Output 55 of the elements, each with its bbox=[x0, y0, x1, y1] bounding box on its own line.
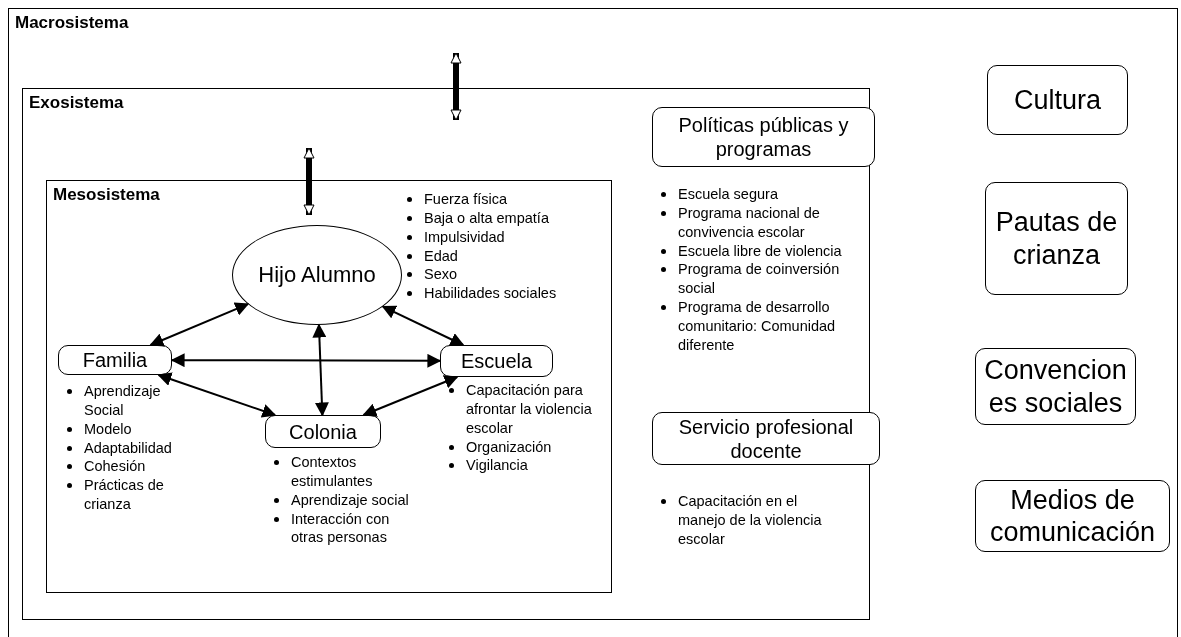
arrow bbox=[312, 323, 329, 417]
label-box bbox=[440, 345, 553, 377]
label-box bbox=[58, 345, 172, 375]
list-item: Programa de desarrollo comunitario: Comunidad diferente bbox=[678, 299, 836, 353]
label-box bbox=[987, 65, 1128, 135]
section-box bbox=[46, 180, 612, 593]
double-arrow bbox=[303, 147, 315, 216]
list-item: Programa de coinversión social bbox=[678, 261, 840, 297]
list-item: Modelo bbox=[84, 420, 132, 437]
list-item: Habilidades sociales bbox=[424, 285, 557, 302]
node-label: Cultura bbox=[1013, 83, 1101, 117]
list-item: Programa nacional de convivencia escolar bbox=[678, 204, 820, 240]
node-label: Convencion es sociales bbox=[983, 354, 1128, 419]
section-title: Macrosistema bbox=[15, 13, 129, 33]
node-label: Familia bbox=[82, 348, 148, 372]
list-item: Fuerza física bbox=[424, 191, 507, 207]
list-item: Prácticas de crianza bbox=[84, 477, 164, 513]
arrow bbox=[157, 372, 277, 418]
node-label: Medios de comunicación bbox=[988, 483, 1157, 549]
node-label: Escuela bbox=[460, 349, 533, 373]
list-item: Cohesión bbox=[84, 458, 146, 475]
arrow bbox=[381, 305, 465, 346]
section-title: Exosistema bbox=[29, 93, 124, 113]
list-item: Capacitación para afrontar la violencia escolar bbox=[466, 382, 592, 436]
list-item: Interacción con otras personas bbox=[291, 510, 390, 546]
label-box bbox=[652, 412, 880, 465]
arrow bbox=[149, 302, 250, 347]
list-item: Edad bbox=[424, 247, 458, 264]
label-box bbox=[652, 107, 875, 167]
list-item: Aprendizaje Social bbox=[84, 383, 161, 418]
double-arrow bbox=[450, 52, 462, 121]
list-item: Adaptabilidad bbox=[84, 439, 172, 456]
label-box bbox=[265, 415, 381, 448]
node-label: Políticas públicas y programas bbox=[677, 113, 850, 161]
list-item: Vigilancia bbox=[466, 457, 528, 474]
list-item: Aprendizaje social bbox=[291, 491, 409, 508]
label-box bbox=[975, 480, 1170, 552]
list-item: Contextos estimulantes bbox=[291, 454, 373, 489]
section-box bbox=[8, 8, 1178, 637]
list-item: Capacitación en el manejo de la violencia escolar bbox=[678, 493, 822, 547]
list-item: Escuela libre de violencia bbox=[678, 242, 842, 259]
list-item: Organización bbox=[466, 438, 552, 455]
node-label: Servicio profesional docente bbox=[677, 414, 855, 463]
list-item: Escuela segura bbox=[678, 186, 778, 202]
section-title: Mesosistema bbox=[53, 185, 160, 205]
node-label: Hijo Alumno bbox=[258, 261, 376, 289]
list-item: Sexo bbox=[424, 266, 458, 283]
node-label: Pautas de crianza bbox=[994, 206, 1119, 271]
label-box bbox=[985, 182, 1128, 295]
list-item: Baja o alta empatía bbox=[424, 209, 549, 226]
node-label: Colonia bbox=[289, 419, 357, 444]
arrow bbox=[170, 353, 442, 368]
arrow bbox=[362, 375, 459, 417]
label-box bbox=[975, 348, 1136, 425]
list-item: Impulsividad bbox=[424, 228, 505, 245]
